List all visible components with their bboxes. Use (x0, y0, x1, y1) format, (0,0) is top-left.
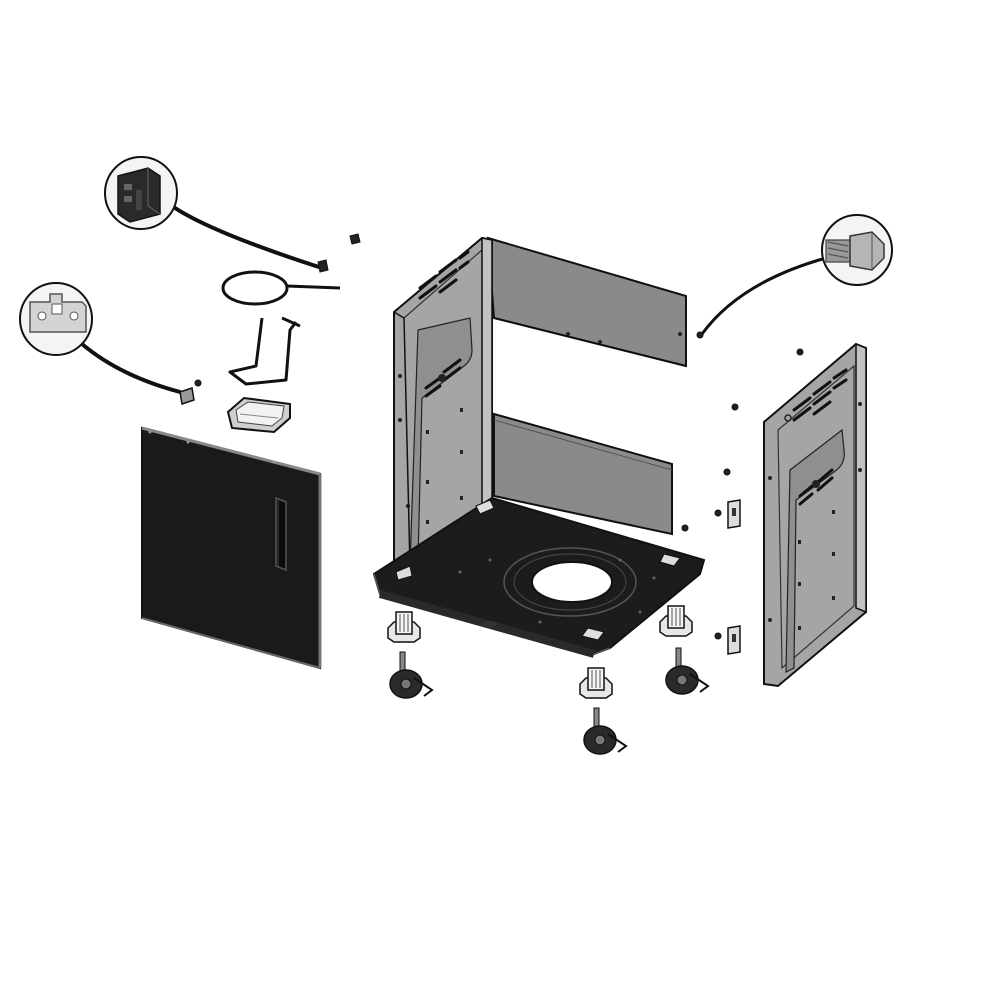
caster (665, 647, 710, 695)
bolt-part (681, 524, 689, 532)
leader-bolt (700, 256, 828, 336)
caster-socket (659, 605, 693, 637)
callout-magnet-block (104, 156, 178, 230)
hardware-small-parts (194, 233, 804, 640)
leader-magnet (170, 204, 324, 270)
door-handle (275, 496, 287, 572)
magnet-block-part-2 (317, 259, 329, 273)
bolt-part (731, 403, 739, 411)
back-panel-upper (486, 236, 687, 368)
caster-sockets (387, 605, 693, 699)
bracket-clip (179, 387, 195, 405)
bolt-part (714, 509, 722, 517)
bolt-part (696, 331, 704, 339)
caster (389, 651, 434, 699)
bolt-part (714, 632, 722, 640)
tank-holder-ring (221, 270, 341, 386)
magnet-block-icon (117, 167, 161, 223)
callout-bracket (19, 282, 93, 356)
caster-socket (387, 611, 421, 643)
bolt-part (796, 348, 804, 356)
bolt-part (194, 379, 202, 387)
bracket-icon (29, 293, 87, 333)
caster (583, 707, 628, 755)
back-panel-lower (493, 412, 673, 536)
leader-lines (80, 204, 828, 394)
base-tray (372, 496, 706, 658)
caster-socket (579, 667, 613, 699)
vent-slots (418, 250, 470, 300)
bolt-icon (825, 231, 885, 271)
right-side-panel (763, 342, 867, 688)
door (141, 426, 322, 670)
vent-slots-mid (424, 358, 462, 398)
bracket-clip-parts (179, 387, 741, 655)
right-vent-slots (792, 368, 848, 506)
magnet-block-part (349, 233, 361, 245)
casters (389, 647, 710, 755)
leader-bracket (80, 342, 182, 394)
callout-bolt (821, 214, 893, 286)
bolt-part (723, 468, 731, 476)
grease-tray (226, 396, 291, 434)
